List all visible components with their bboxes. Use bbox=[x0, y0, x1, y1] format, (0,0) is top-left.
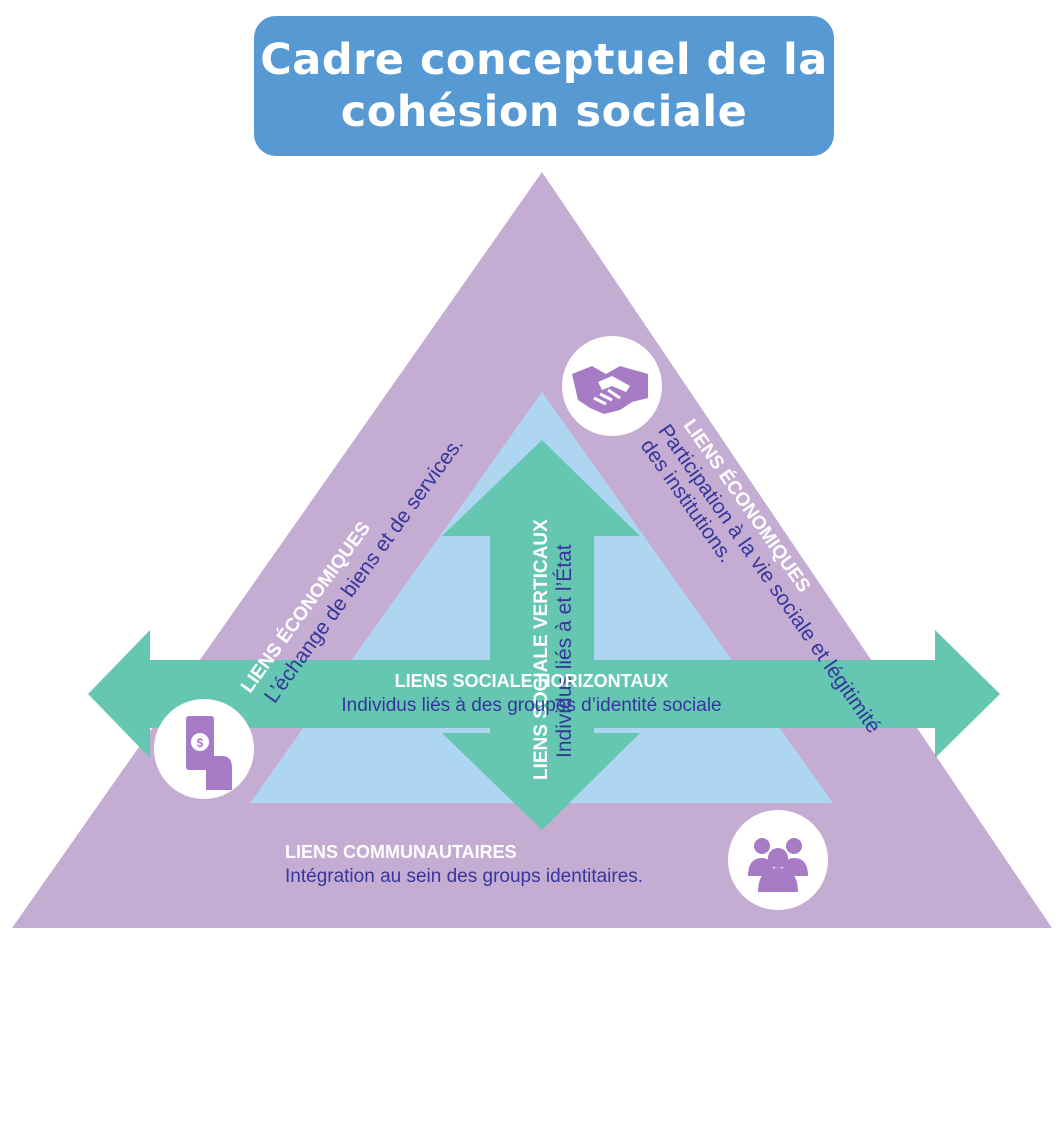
people-group-icon bbox=[728, 810, 828, 910]
vertical-arrow-heading: LIENS SOCIALE VERTICAUX bbox=[531, 519, 552, 780]
horizontal-arrow-heading: LIENS SOCIALE HORIZONTAUX bbox=[394, 671, 669, 691]
bottom-side-text: Intégration au sein des groups identitai… bbox=[285, 866, 644, 887]
money-hand-icon: $ bbox=[154, 699, 254, 799]
handshake-icon bbox=[562, 336, 662, 436]
vertical-double-arrow bbox=[442, 440, 640, 830]
horizontal-arrow-text: Individus liés à des groupes d’identité … bbox=[341, 695, 722, 716]
svg-text:$: $ bbox=[197, 736, 204, 750]
horizontal-double-arrow bbox=[88, 630, 1000, 758]
vertical-arrow-text: Individus liés à et l’État bbox=[553, 544, 576, 758]
bottom-side-heading: LIENS COMMUNAUTAIRES bbox=[285, 842, 517, 862]
title-line-1: Cadre conceptuel de la bbox=[260, 35, 828, 85]
title-line-2: cohésion sociale bbox=[340, 87, 748, 137]
vertical-arrow-label: LIENS SOCIALE VERTICAUX Individus liés à… bbox=[531, 519, 576, 780]
title-box: Cadre conceptuel de la cohésion sociale bbox=[254, 16, 834, 156]
